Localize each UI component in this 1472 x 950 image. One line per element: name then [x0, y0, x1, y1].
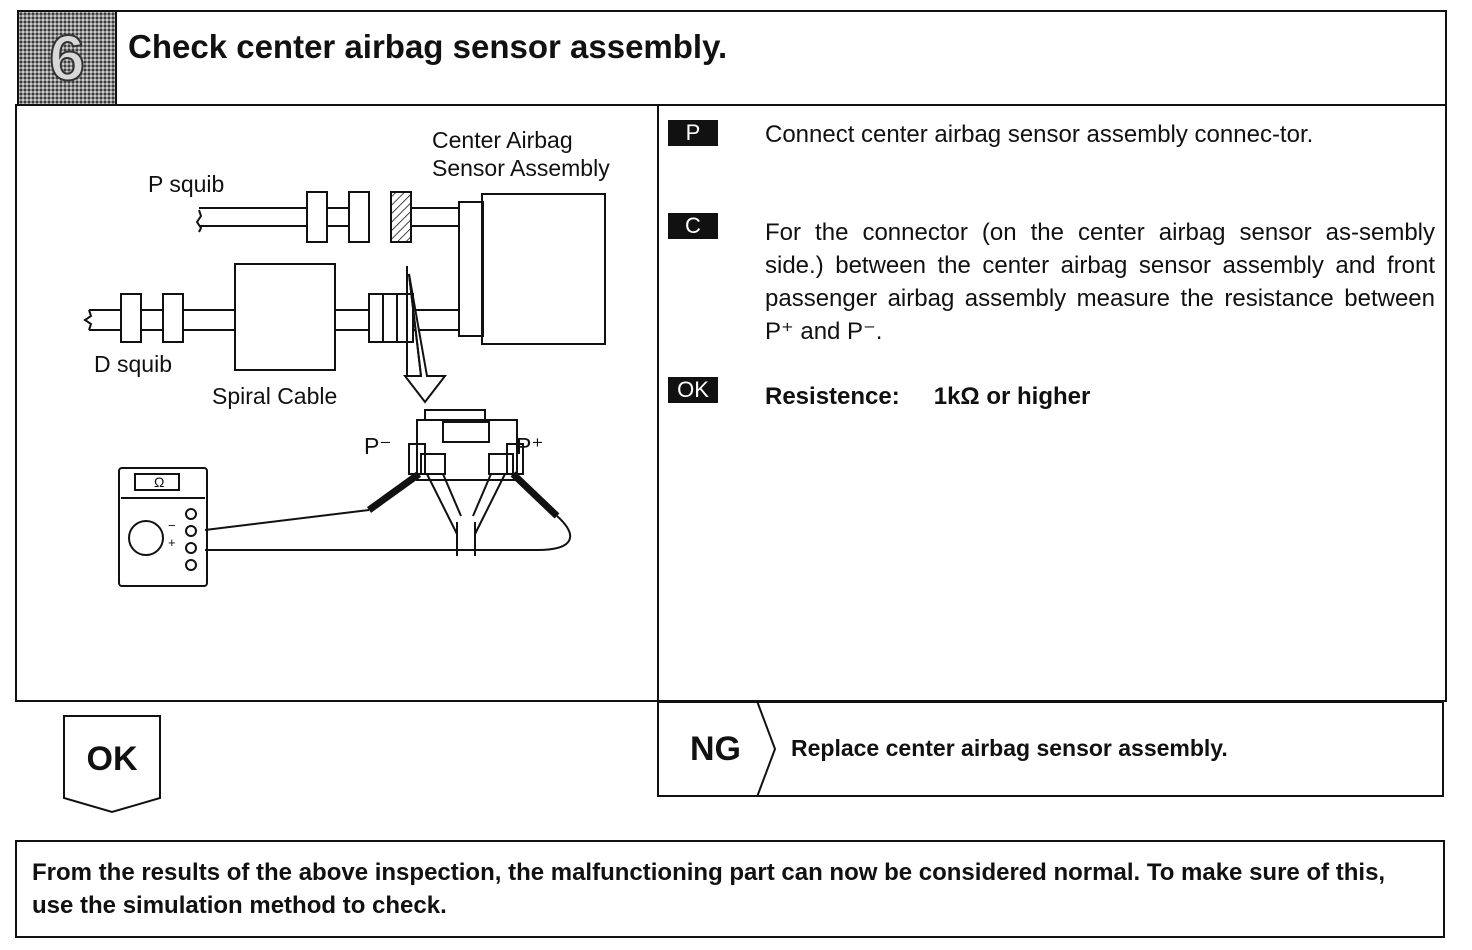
d-squib-label: D squib [94, 351, 172, 377]
step-number-badge: 6 [19, 12, 117, 104]
tag-p: P [668, 120, 718, 146]
center-airbag-label-line1: Center Airbag [432, 127, 573, 153]
wiring-diagram [83, 191, 606, 587]
ng-result-box [657, 701, 1444, 797]
ng-result-label: NG [690, 730, 741, 768]
ohm-symbol: Ω [154, 474, 165, 490]
footer-note-box [15, 840, 1445, 938]
meter-minus-label: − [168, 518, 176, 533]
footer-note: From the results of the above inspection… [32, 859, 1386, 919]
instruction-c: For the connector (on the center airbag … [765, 219, 1435, 345]
tag-ok: OK [668, 377, 718, 403]
step-header: 6 [17, 10, 1447, 106]
ok-result-label: OK [86, 740, 138, 778]
spiral-cable [234, 263, 459, 371]
p-squib-harness [195, 191, 459, 243]
spec-value: 1kΩ or higher [933, 383, 1091, 410]
test-probes [204, 471, 572, 551]
ng-result-text: Replace center airbag sensor assembly. [791, 735, 1228, 761]
p-minus-label: P⁻ [364, 433, 392, 459]
connector-closeup [408, 409, 524, 556]
p-squib-label: P squib [148, 171, 225, 197]
center-airbag-sensor-assembly [458, 193, 606, 345]
instruction-ok: Resistence: 1kΩ or higher [765, 380, 1435, 413]
p-plus-label: P⁺ [516, 433, 544, 459]
ok-result-shape [63, 715, 161, 814]
instruction-p: Connect center airbag sensor assembly co… [765, 121, 1314, 148]
step-number: 6 [48, 22, 86, 94]
center-airbag-label-line2: Sensor Assembly [432, 155, 610, 181]
d-squib-harness [83, 293, 235, 343]
column-divider [657, 104, 659, 797]
connector-pointer-arrow [402, 266, 448, 404]
spec-label: Resistence: [765, 383, 900, 410]
ng-chevron [756, 701, 777, 797]
page-title: Check center airbag sensor assembly. [128, 28, 728, 65]
ohmmeter [118, 467, 208, 587]
spiral-cable-label: Spiral Cable [212, 383, 338, 409]
meter-plus-label: + [168, 535, 176, 550]
tag-c: C [668, 213, 718, 239]
